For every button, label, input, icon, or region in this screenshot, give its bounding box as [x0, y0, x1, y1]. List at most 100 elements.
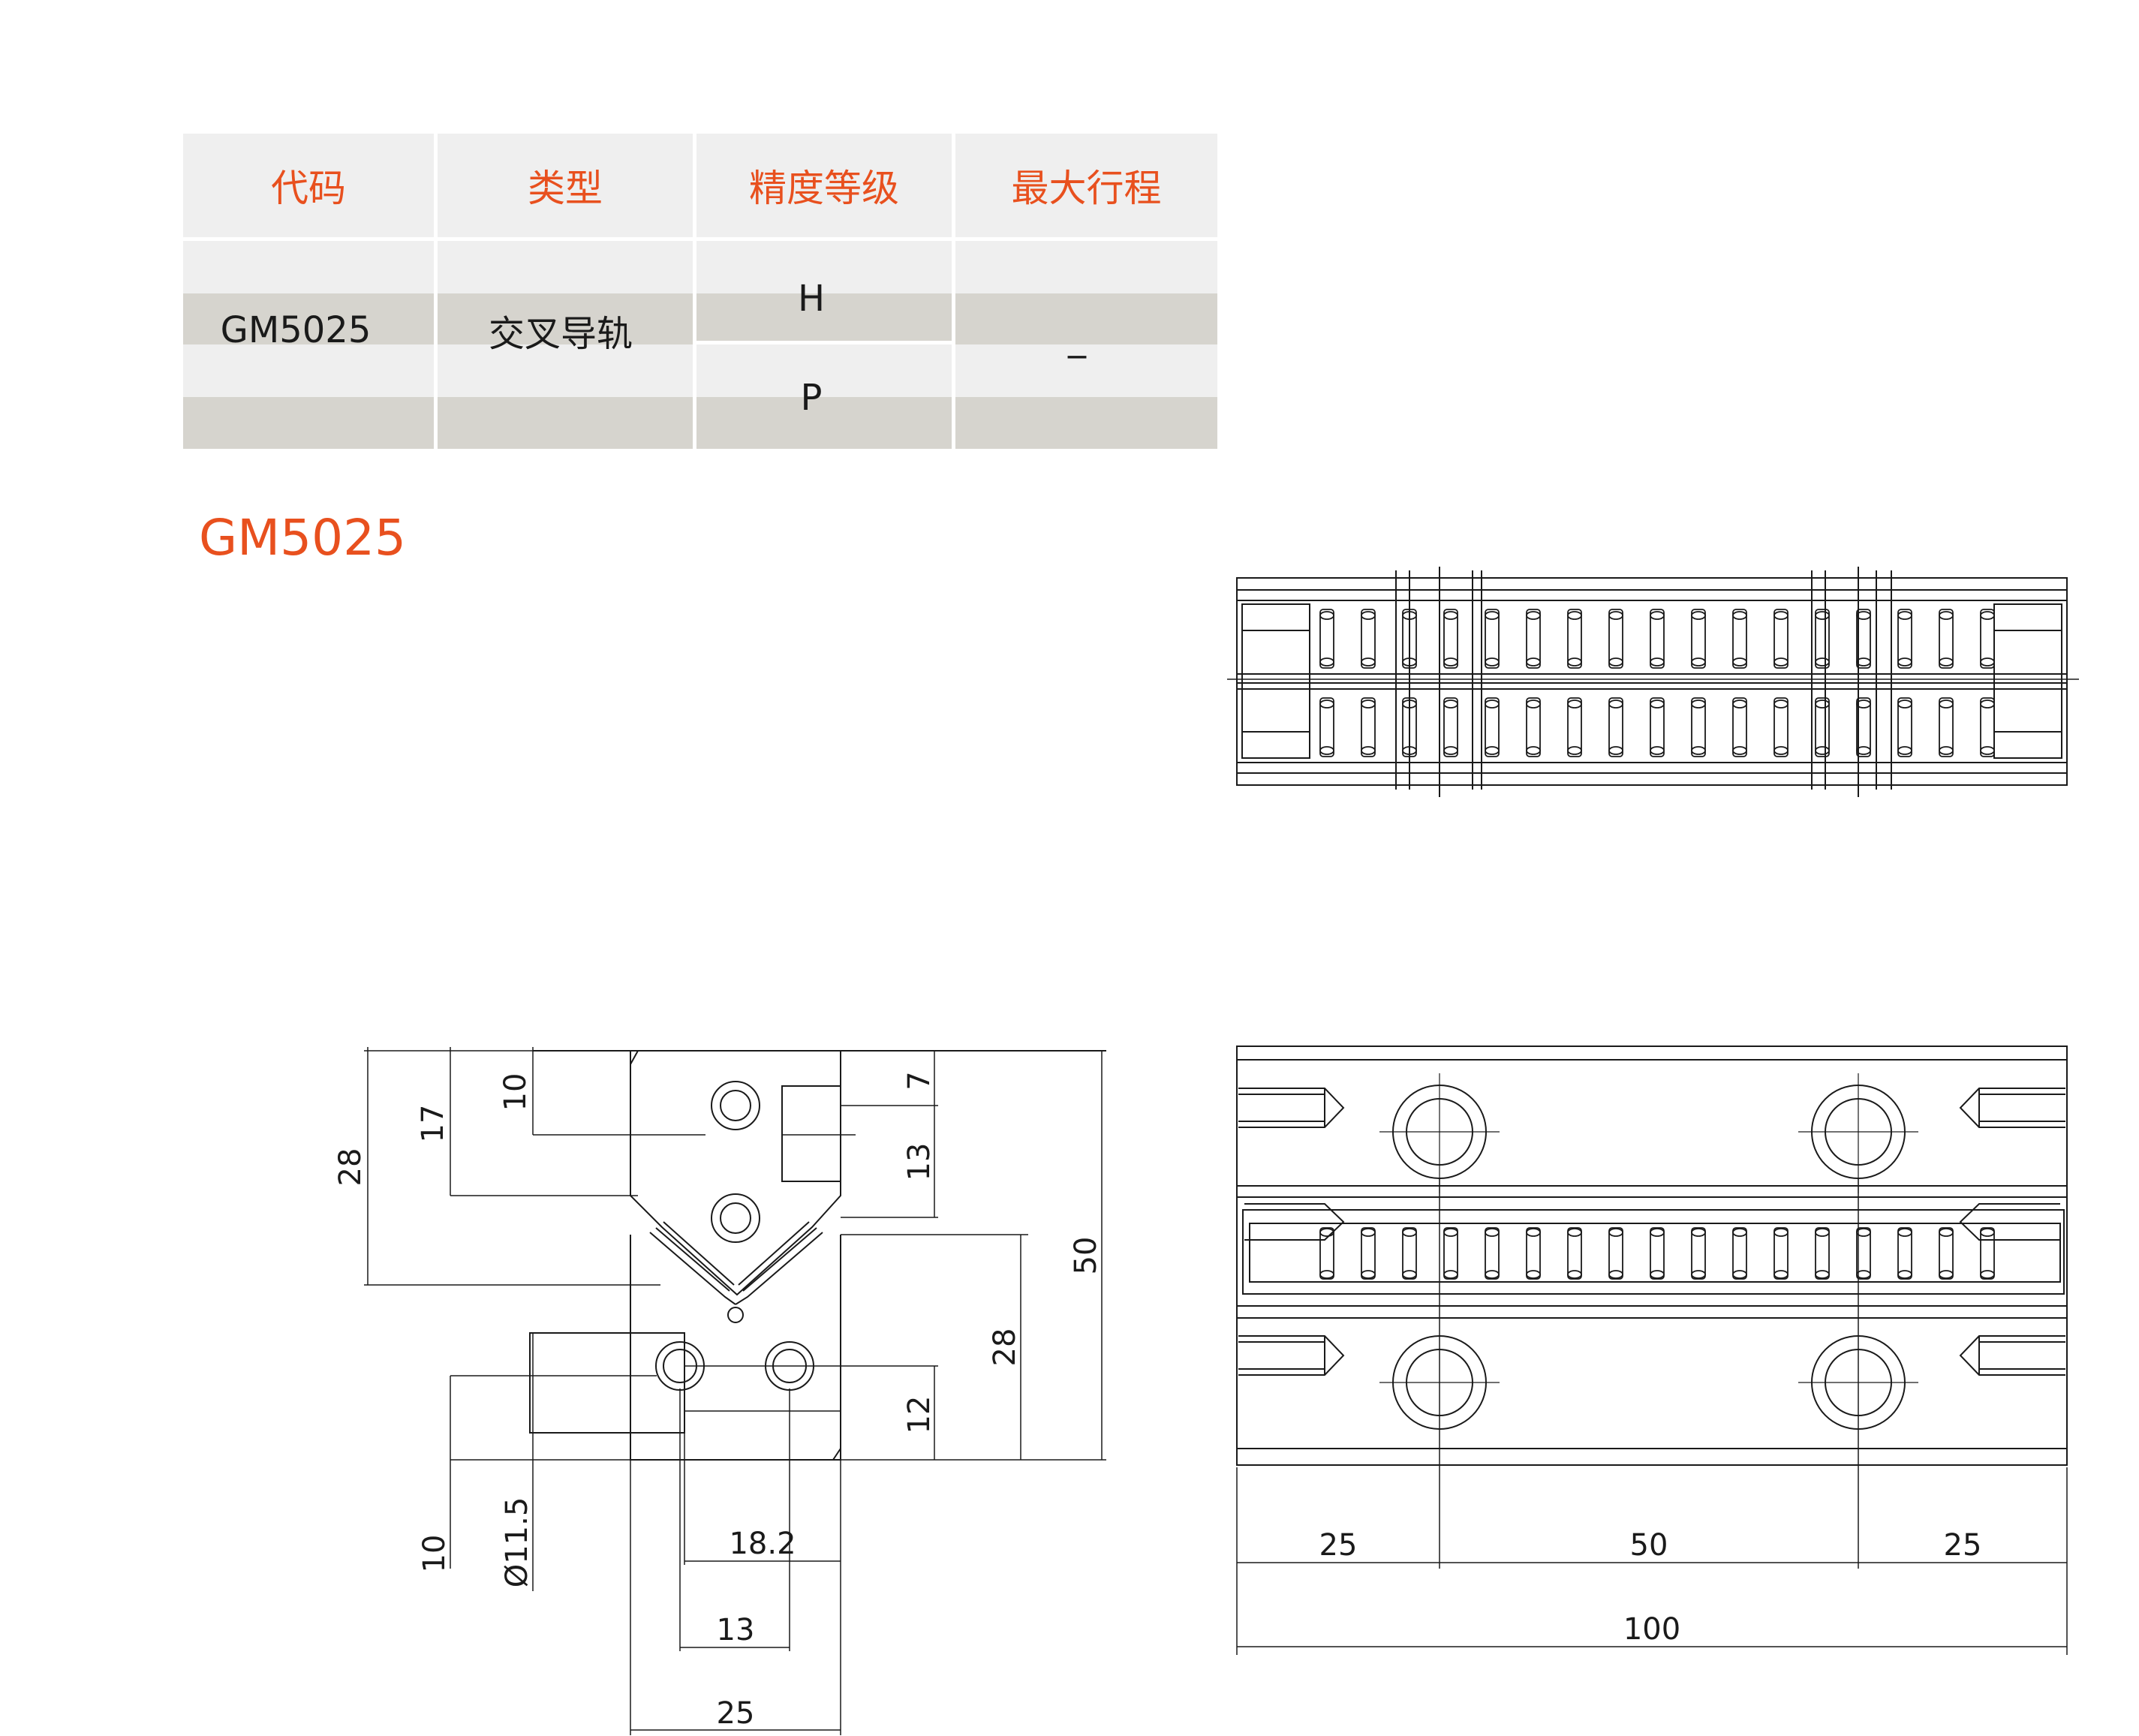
roller-end — [1402, 1228, 1417, 1237]
roller — [1608, 1227, 1623, 1280]
header-precision: 精度等级 — [696, 134, 952, 237]
roller-end — [1980, 611, 1995, 620]
roller — [1443, 697, 1458, 757]
roller — [1485, 697, 1500, 757]
roller-end — [1402, 657, 1417, 666]
roller-end — [1897, 657, 1912, 666]
roller-end — [1443, 700, 1458, 709]
cell-code: GM5025 — [220, 309, 372, 351]
roller-end — [1485, 700, 1500, 709]
roller-end — [1650, 746, 1665, 755]
roller — [1319, 609, 1334, 669]
col-divider-1 — [434, 134, 438, 449]
roller-end — [1815, 700, 1830, 709]
dim-12: 12 — [902, 1396, 937, 1434]
roller-end — [1650, 1228, 1665, 1237]
roller-end — [1897, 611, 1912, 620]
roller-end — [1691, 657, 1706, 666]
roller-end — [1815, 611, 1830, 620]
row-band-3 — [183, 344, 1217, 397]
header-code-label: 代码 — [271, 167, 346, 210]
roller-end — [1567, 1270, 1582, 1279]
plan-dim-total: 100 — [1623, 1612, 1680, 1647]
header-stroke-label: 最大行程 — [1011, 167, 1162, 210]
roller-end — [1980, 1270, 1995, 1279]
roller — [1980, 609, 1995, 669]
roller-end — [1939, 700, 1954, 709]
roller-end — [1815, 657, 1830, 666]
roller — [1939, 609, 1954, 669]
roller-end — [1773, 1228, 1789, 1237]
roller-end — [1567, 746, 1582, 755]
roller-end — [1939, 1270, 1954, 1279]
roller-end — [1319, 657, 1334, 666]
header-precision-label: 精度等级 — [749, 167, 899, 210]
roller-end — [1485, 746, 1500, 755]
roller-end — [1650, 611, 1665, 620]
roller — [1443, 609, 1458, 669]
roller — [1897, 609, 1912, 669]
roller — [1485, 1227, 1500, 1280]
roller-end — [1732, 1270, 1747, 1279]
roller — [1773, 1227, 1789, 1280]
roller — [1402, 609, 1417, 669]
roller — [1361, 697, 1376, 757]
roller — [1897, 697, 1912, 757]
col-divider-2 — [693, 134, 696, 449]
roller-end — [1897, 700, 1912, 709]
roller-end — [1608, 1270, 1623, 1279]
plan-dim-left: 25 — [1319, 1528, 1358, 1563]
roller-end — [1691, 1228, 1706, 1237]
dim-28-right: 28 — [988, 1328, 1022, 1367]
roller — [1691, 1227, 1706, 1280]
roller-end — [1567, 1228, 1582, 1237]
roller-end — [1980, 1228, 1995, 1237]
roller-end — [1361, 1270, 1376, 1279]
roller-end — [1732, 1228, 1747, 1237]
header-code: 代码 — [183, 134, 434, 237]
roller-end — [1691, 746, 1706, 755]
roller — [1815, 609, 1830, 669]
roller-end — [1608, 746, 1623, 755]
roller-end — [1691, 611, 1706, 620]
roller-end — [1650, 657, 1665, 666]
roller — [1856, 697, 1871, 757]
dim-10-top: 10 — [498, 1073, 533, 1112]
plan-dim-middle: 50 — [1630, 1528, 1668, 1563]
dim-18-2: 18.2 — [729, 1527, 796, 1561]
roller-end — [1897, 1228, 1912, 1237]
roller-end — [1939, 1228, 1954, 1237]
roller — [1980, 697, 1995, 757]
roller-end — [1732, 657, 1747, 666]
roller-end — [1443, 746, 1458, 755]
roller-end — [1319, 746, 1334, 755]
plan-dim-right: 25 — [1944, 1528, 1982, 1563]
roller — [1650, 697, 1665, 757]
roller — [1732, 697, 1747, 757]
roller — [1567, 697, 1582, 757]
roller-end — [1732, 611, 1747, 620]
roller-end — [1567, 657, 1582, 666]
roller-end — [1443, 657, 1458, 666]
roller — [1980, 1227, 1995, 1280]
roller-end — [1526, 746, 1541, 755]
roller — [1773, 609, 1789, 669]
roller — [1485, 609, 1500, 669]
roller — [1567, 1227, 1582, 1280]
roller — [1650, 609, 1665, 669]
roller — [1567, 609, 1582, 669]
dim-10-bottom: 10 — [417, 1535, 452, 1573]
roller-end — [1608, 611, 1623, 620]
roller-end — [1361, 746, 1376, 755]
roller-end — [1856, 746, 1871, 755]
roller-end — [1485, 657, 1500, 666]
roller-end — [1980, 700, 1995, 709]
roller — [1732, 1227, 1747, 1280]
roller-end — [1361, 611, 1376, 620]
row-band-4 — [183, 397, 1217, 449]
roller-end — [1319, 700, 1334, 709]
roller — [1691, 697, 1706, 757]
roller — [1319, 1227, 1334, 1280]
col-divider-3 — [952, 134, 955, 449]
